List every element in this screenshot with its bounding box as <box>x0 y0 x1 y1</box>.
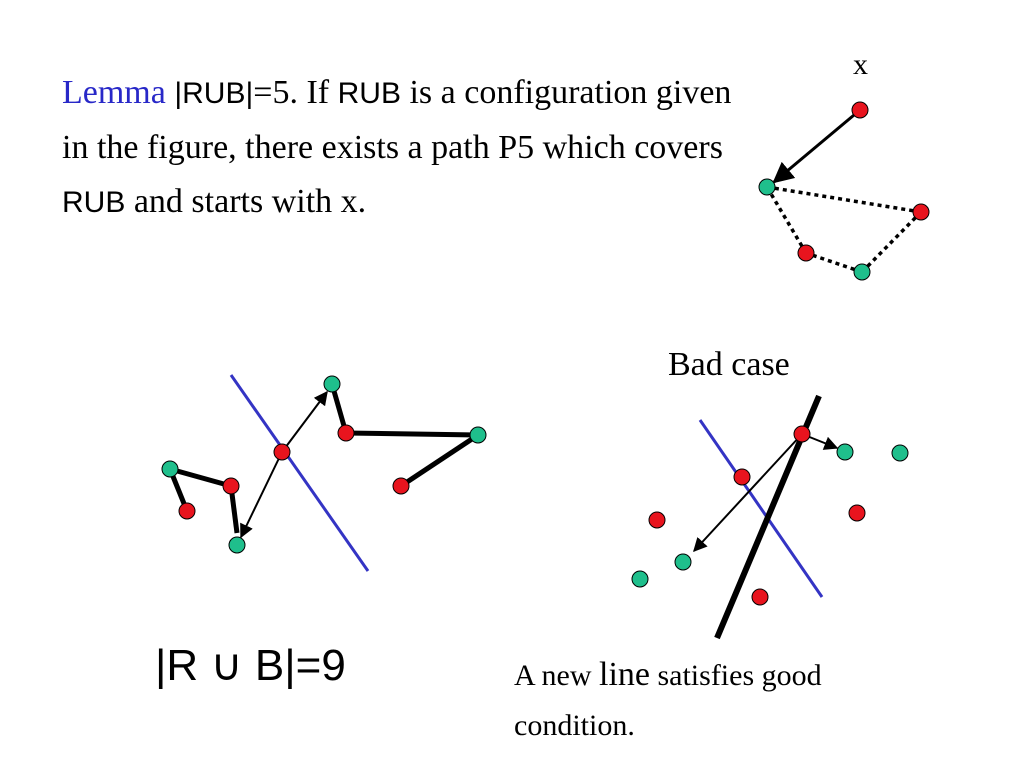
dotted-edge <box>860 210 923 274</box>
red-point <box>797 244 815 262</box>
x-label: x <box>853 48 868 81</box>
caption-part-2: line <box>599 656 650 693</box>
arrow-x-to-start <box>772 108 861 184</box>
green-point <box>469 426 487 444</box>
lemma-text-3: and starts with x. <box>125 183 367 220</box>
green-point <box>323 375 341 393</box>
bad-case-label: Bad case <box>668 346 790 383</box>
rub-set-size: |RUB| <box>174 77 254 110</box>
caption-part-3: satisfies good condition. <box>514 659 822 742</box>
arrow-edge <box>240 451 283 539</box>
lemma-keyword: Lemma <box>62 74 166 111</box>
red-point <box>751 588 769 606</box>
red-point <box>733 468 751 486</box>
red-point-x <box>851 101 869 119</box>
dotted-edge <box>765 186 808 254</box>
lemma-configuration <box>758 101 930 281</box>
red-point <box>912 203 930 221</box>
rub-count-label: |R ∪ B|=9 <box>155 641 346 690</box>
bad-case-configuration <box>631 394 909 640</box>
green-point <box>758 178 776 196</box>
path-edge <box>399 432 480 489</box>
lemma-text: Lemma |RUB|=5. If RUB is a configuration… <box>62 66 742 230</box>
dotted-edge <box>805 251 863 274</box>
red-point <box>392 477 410 495</box>
red-point <box>222 477 240 495</box>
dotted-edge <box>766 185 922 214</box>
green-point <box>674 553 692 571</box>
green-point <box>891 444 909 462</box>
path-edge <box>169 466 232 489</box>
red-point <box>337 424 355 442</box>
red-point <box>178 502 196 520</box>
separating-line <box>698 419 824 598</box>
path-edge <box>345 430 479 438</box>
rub-set-2: RUB <box>62 186 126 219</box>
green-point <box>161 460 179 478</box>
nine-point-configuration <box>161 374 487 572</box>
red-point <box>793 425 811 443</box>
caption-part-1: A new <box>514 659 599 692</box>
arrow-edge <box>281 390 328 453</box>
separating-line <box>229 374 370 572</box>
red-point <box>848 504 866 522</box>
green-point <box>836 443 854 461</box>
arrow-edge <box>693 433 803 553</box>
rub-set-1: RUB <box>337 77 401 110</box>
green-point <box>631 570 649 588</box>
lemma-text-1: =5. If <box>253 74 338 111</box>
green-point <box>853 263 871 281</box>
lemma-text-2: is a configuration given in the figure, … <box>62 74 732 166</box>
new-line-caption: A new line satisfies good condition. <box>514 650 944 751</box>
red-point <box>648 511 666 529</box>
red-point <box>273 443 291 461</box>
green-point <box>228 536 246 554</box>
